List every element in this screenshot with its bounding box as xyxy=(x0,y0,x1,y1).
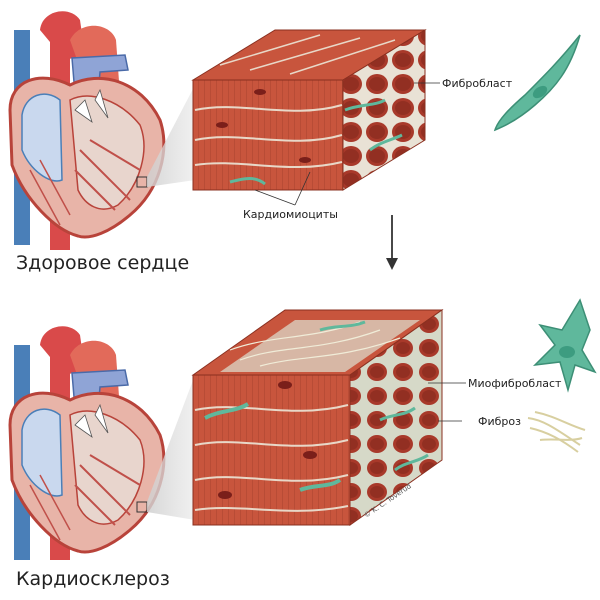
healthy-heart xyxy=(8,11,166,250)
zoom-wedge-bottom xyxy=(147,375,195,520)
label-myofibroblast: Миофибробласт xyxy=(468,377,562,390)
sclerotic-heart xyxy=(8,326,166,560)
zoom-wedge-top xyxy=(147,85,195,187)
label-cardiomyocytes: Кардиомиоциты xyxy=(243,208,338,221)
label-fibroblast: Фибробласт xyxy=(442,77,513,90)
fibrotic-tissue-block: © K. C. Toverud xyxy=(191,309,444,526)
myofibroblast-cell xyxy=(532,298,597,393)
fibroblast-cell xyxy=(493,34,581,132)
healthy-tissue-block xyxy=(191,29,427,191)
label-fibrosis: Фиброз xyxy=(478,415,521,428)
fibrosis-strands xyxy=(527,411,586,453)
arrow-down-icon xyxy=(386,215,398,270)
caption-healthy-heart: Здоровое сердце xyxy=(16,252,190,274)
caption-cardiosclerosis: Кардиосклероз xyxy=(16,568,170,590)
